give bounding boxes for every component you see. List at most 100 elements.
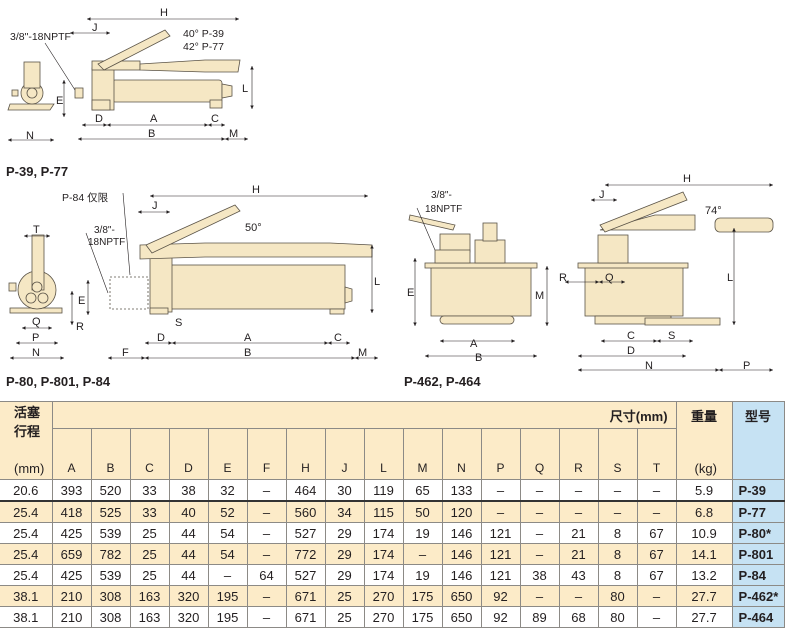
angle-label-p39: 40° P-39 bbox=[183, 28, 224, 40]
column-header-s: S bbox=[597, 428, 638, 480]
weight-unit: (kg) bbox=[694, 461, 717, 476]
dim-cell-r: 21 bbox=[558, 543, 599, 565]
p462-drawing: A B E M H J L R Q C S D N P 3/8"- 18NPTF… bbox=[407, 173, 774, 372]
port-label-line2: 18NPTF bbox=[425, 204, 462, 215]
dim-N: N bbox=[645, 360, 653, 372]
dim-M: M bbox=[358, 347, 367, 359]
dim-cell-l: 270 bbox=[363, 606, 404, 628]
dim-cell-f: – bbox=[246, 585, 287, 607]
dim-cell-c: 163 bbox=[129, 606, 170, 628]
stroke-header-line1: 活塞 bbox=[14, 405, 41, 420]
dim-cell-f: – bbox=[246, 500, 287, 523]
pump-body bbox=[74, 29, 241, 111]
dim-cell-n: 650 bbox=[441, 585, 482, 607]
dim-cell-l: 174 bbox=[363, 543, 404, 565]
dim-H: H bbox=[683, 173, 691, 185]
diagram-p80-p801-p84: H J L T E R Q P N F D S A C B M P-84 仅限 … bbox=[0, 175, 380, 370]
dim-cell-d: 44 bbox=[168, 564, 209, 586]
dim-cell-q: 89 bbox=[519, 606, 560, 628]
dim-S: S bbox=[668, 330, 675, 342]
dim-cell-q: – bbox=[519, 522, 560, 544]
dim-E: E bbox=[78, 295, 85, 307]
stroke-cell: 25.4 bbox=[0, 522, 53, 544]
weight-cell: 13.2 bbox=[675, 564, 733, 586]
dim-cell-d: 320 bbox=[168, 606, 209, 628]
dim-B: B bbox=[244, 347, 251, 359]
dim-cell-r: 43 bbox=[558, 564, 599, 586]
angle-label: 74° bbox=[705, 205, 722, 217]
dim-cell-e: 52 bbox=[207, 500, 248, 523]
dim-H: H bbox=[252, 184, 260, 196]
dim-cell-c: 25 bbox=[129, 543, 170, 565]
dim-cell-m: 175 bbox=[402, 585, 443, 607]
dim-M: M bbox=[229, 128, 238, 140]
dim-C: C bbox=[627, 330, 635, 342]
dim-cell-j: 34 bbox=[324, 500, 365, 523]
caption-p462-p464: P-462, P-464 bbox=[404, 374, 481, 389]
dims-header: 尺寸(mm) bbox=[51, 401, 677, 429]
dim-cell-a: 393 bbox=[51, 479, 92, 502]
dim-cell-e: 32 bbox=[207, 479, 248, 502]
dim-cell-b: 782 bbox=[90, 543, 131, 565]
dim-D: D bbox=[157, 332, 165, 344]
dim-cell-t: – bbox=[636, 606, 677, 628]
dim-cell-p: 121 bbox=[480, 522, 521, 544]
model-cell: P-77 bbox=[731, 500, 785, 523]
dim-cell-l: 174 bbox=[363, 522, 404, 544]
model-cell: P-464 bbox=[731, 606, 785, 628]
dim-cell-p: 121 bbox=[480, 543, 521, 565]
dim-M: M bbox=[535, 290, 544, 302]
dim-L: L bbox=[374, 276, 380, 288]
model-cell: P-801 bbox=[731, 543, 785, 565]
column-header-b: B bbox=[90, 428, 131, 480]
dim-cell-h: 527 bbox=[285, 522, 326, 544]
dim-cell-s: – bbox=[597, 479, 638, 502]
dim-cell-p: – bbox=[480, 500, 521, 523]
dim-cell-t: 67 bbox=[636, 564, 677, 586]
dim-cell-q: – bbox=[519, 543, 560, 565]
dim-E: E bbox=[407, 287, 414, 299]
dim-cell-r: – bbox=[558, 585, 599, 607]
dim-cell-p: 92 bbox=[480, 585, 521, 607]
dim-cell-l: 119 bbox=[363, 479, 404, 502]
side-view bbox=[577, 191, 774, 326]
dim-P: P bbox=[743, 360, 750, 372]
dim-D: D bbox=[95, 113, 103, 125]
dim-cell-r: – bbox=[558, 479, 599, 502]
dim-cell-f: 64 bbox=[246, 564, 287, 586]
dim-cell-h: 464 bbox=[285, 479, 326, 502]
p80-drawing: H J L T E R Q P N F D S A C B M P-84 仅限 … bbox=[8, 184, 380, 360]
stroke-cell: 38.1 bbox=[0, 585, 53, 607]
dim-cell-b: 539 bbox=[90, 522, 131, 544]
stroke-cell: 25.4 bbox=[0, 543, 53, 565]
dim-cell-m: 50 bbox=[402, 500, 443, 523]
dim-T: T bbox=[33, 224, 40, 236]
dim-N: N bbox=[32, 347, 40, 359]
stroke-cell: 25.4 bbox=[0, 564, 53, 586]
dim-cell-q: – bbox=[519, 585, 560, 607]
dim-cell-n: 133 bbox=[441, 479, 482, 502]
column-header-c: C bbox=[129, 428, 170, 480]
dim-cell-a: 659 bbox=[51, 543, 92, 565]
dim-cell-s: 80 bbox=[597, 585, 638, 607]
dim-cell-s: 8 bbox=[597, 543, 638, 565]
dim-cell-e: 195 bbox=[207, 606, 248, 628]
dim-cell-d: 320 bbox=[168, 585, 209, 607]
dim-cell-j: 29 bbox=[324, 564, 365, 586]
dim-cell-b: 539 bbox=[90, 564, 131, 586]
dim-cell-h: 671 bbox=[285, 585, 326, 607]
dim-cell-s: 80 bbox=[597, 606, 638, 628]
column-header-h: H bbox=[285, 428, 326, 480]
column-header-d: D bbox=[168, 428, 209, 480]
model-cell: P-80* bbox=[731, 522, 785, 544]
dim-cell-s: 8 bbox=[597, 522, 638, 544]
dim-cell-l: 174 bbox=[363, 564, 404, 586]
dim-cell-r: 68 bbox=[558, 606, 599, 628]
end-view bbox=[8, 234, 63, 314]
dim-R: R bbox=[559, 272, 567, 284]
